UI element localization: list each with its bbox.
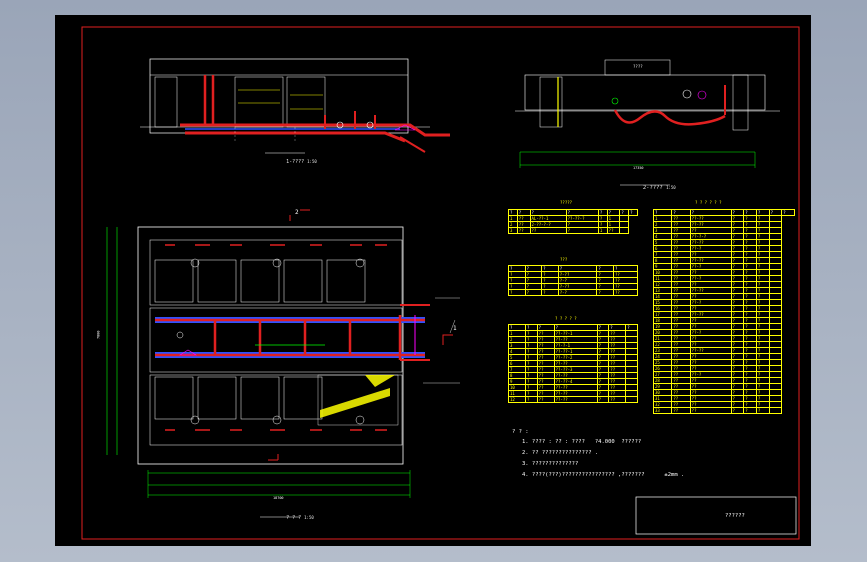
notes-line-2: 2. ?? ??????????????? .	[522, 450, 599, 456]
table-row: 29???????	[652, 383, 795, 390]
plan-height-dimension: 7800	[96, 330, 101, 339]
table-row: 10?????-?????	[508, 384, 638, 391]
notes-line-1: 1. ???? : ?? : ???? ?4.000 ??????	[522, 439, 642, 445]
table-cell: ??	[612, 289, 639, 296]
table-cell: ?	[508, 289, 526, 296]
table-cell	[625, 396, 638, 403]
table-cell: ??	[689, 407, 732, 414]
drawing-sheet: 1-???? 1:50 2-???? 1:50 ? ? ? 1:50 1 2 ?…	[55, 15, 811, 546]
section-2-title: 2-???? 1:50	[623, 180, 676, 197]
table-row: 8?????-?????	[508, 372, 638, 379]
table-cell: ??	[671, 407, 691, 414]
table-a-title: ?????	[560, 200, 573, 205]
section-2-scale: 1:50	[666, 184, 676, 190]
table-cell: ?	[524, 396, 538, 403]
table-row: 19???????	[652, 323, 795, 330]
plan-drawing	[106, 209, 460, 518]
plan-scale: 1:50	[304, 515, 314, 520]
section-1-title-text: 1-????	[286, 159, 305, 165]
table-cell: ??	[536, 396, 555, 403]
table-b-title: ???	[560, 257, 568, 262]
section-1-drawing	[140, 58, 450, 154]
table-row: 7?????-??-3???	[508, 366, 638, 373]
table-cell: ?	[524, 289, 543, 296]
table-cell: ?	[730, 407, 745, 414]
table-cell: 1	[597, 227, 608, 234]
table-cell: 12	[508, 396, 526, 403]
section-marker-1: 1	[453, 325, 457, 332]
section-2-title-text: 2-????	[642, 184, 663, 191]
table-row: 26???????	[652, 365, 795, 372]
table-cell	[619, 227, 630, 234]
table-d: ????????1????-?????2????-?????3???????4?…	[652, 209, 795, 414]
section-1-scale: 1:50	[307, 159, 317, 164]
table-c-title: ? ? ? ? ?	[555, 316, 577, 321]
table-cell: ?	[743, 407, 757, 414]
plan-title: ? ? ? 1:50	[268, 511, 314, 526]
table-cell	[768, 407, 783, 414]
table-cell: ?	[596, 289, 614, 296]
table-row: 3?????1??	[508, 227, 638, 234]
section-1-title: 1-???? 1:50	[268, 155, 317, 170]
table-cell: 3	[508, 227, 518, 234]
table-row: ????-????	[508, 289, 639, 296]
section-2-top-label: ????	[633, 64, 643, 69]
table-cell: ??	[606, 227, 621, 234]
table-cell: ?	[596, 396, 610, 403]
table-cell: ?	[628, 209, 638, 216]
table-cell: ?	[565, 227, 599, 234]
table-cell: ?	[541, 289, 559, 296]
title-block-frame	[635, 496, 797, 535]
table-cell: ?	[781, 209, 795, 216]
table-row: 18???????	[652, 317, 795, 324]
section-marker-2: 2	[295, 209, 299, 216]
table-d-title: ? ? ? ? ? ?	[695, 200, 722, 205]
table-cell: ??	[608, 396, 627, 403]
table-c: ???????1?????-??-1???2?????-?????3?????-…	[508, 324, 638, 403]
table-cell: ??	[516, 227, 531, 234]
section-2-dimension: 17350	[633, 166, 644, 170]
table-row: 1?????-??-1???	[508, 330, 638, 337]
section-2-drawing	[515, 59, 780, 186]
plan-width-dimension: 18700	[273, 496, 284, 500]
plan-title-text: ? ? ?	[286, 515, 302, 521]
table-row: 10???????	[652, 269, 795, 276]
table-cell: 33	[652, 407, 673, 414]
table-row: 3?????-?-1???	[508, 342, 638, 349]
drawing-canvas	[81, 26, 800, 540]
table-cell: ??-??	[553, 396, 598, 403]
sheet-border	[81, 26, 800, 540]
notes-heading: ? ? :	[512, 429, 529, 435]
table-cell: ??	[529, 227, 567, 234]
notes-line-3: 3. ??????????????	[522, 461, 579, 467]
table-cell: ?-?	[557, 289, 598, 296]
table-row: 2?????-?????	[508, 336, 638, 343]
table-row: ????-????	[508, 277, 639, 284]
notes-line-4: 4. ????(???)???????????????? ,??????? ±2…	[522, 472, 685, 478]
table-b: ??????????-?????????-????????-?????????-…	[508, 265, 639, 296]
table-row: 27????-????	[652, 371, 795, 378]
table-cell: ?	[755, 407, 770, 414]
title-block-label: ??????	[725, 513, 745, 519]
table-row: 33???????	[652, 407, 795, 414]
table-row: 12?????-?????	[508, 396, 638, 403]
table-row: 30???????	[652, 389, 795, 396]
